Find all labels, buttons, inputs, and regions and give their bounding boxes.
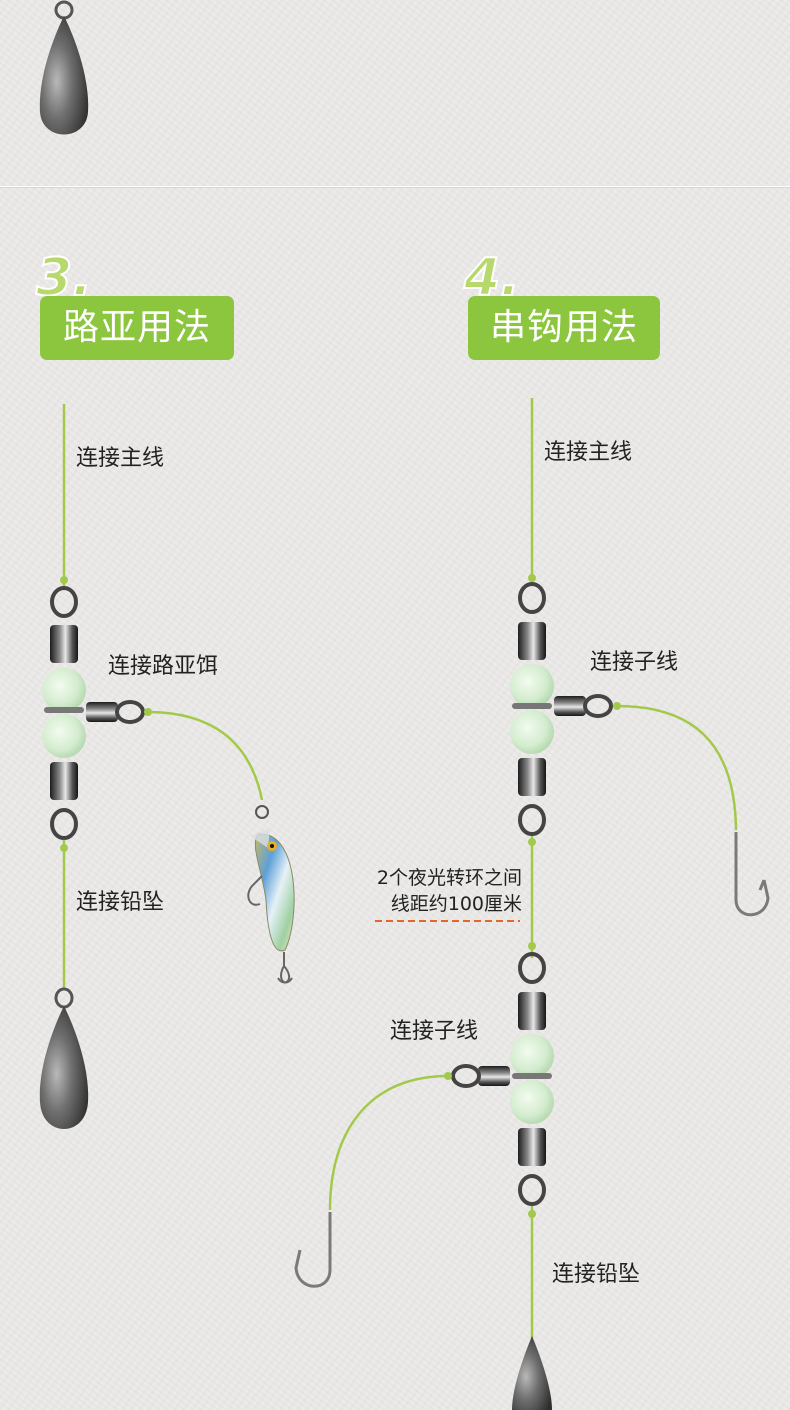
glow-bead-icon bbox=[42, 668, 86, 712]
swivel-eye-icon bbox=[50, 808, 78, 840]
label-connect-sinker: 连接铅坠 bbox=[552, 1262, 641, 1287]
distance-note-line1: 2个夜光转环之间 bbox=[376, 867, 522, 889]
section4-rig bbox=[294, 398, 770, 1410]
swivel-barrel-icon bbox=[50, 625, 78, 663]
label-connect-lure: 连接路亚饵 bbox=[108, 654, 219, 679]
section4-header: 4. 串钩用法 bbox=[463, 251, 674, 362]
label-connect-branch-line-bottom: 连接子线 bbox=[390, 1019, 479, 1044]
label-connect-main-line: 连接主线 bbox=[544, 440, 633, 465]
section-divider bbox=[0, 186, 790, 187]
fishing-hook-icon bbox=[734, 832, 770, 917]
section3-header: 3. 路亚用法 bbox=[35, 251, 246, 362]
swivel-barrel-icon bbox=[50, 762, 78, 800]
lead-sinker-icon bbox=[512, 1336, 552, 1410]
swivel-eye-icon bbox=[50, 586, 78, 618]
label-connect-main-line: 连接主线 bbox=[76, 446, 165, 471]
step-title: 串钩用法 bbox=[468, 296, 660, 360]
distance-note-line2: 线距约100厘米 bbox=[390, 893, 522, 915]
lead-sinker-icon bbox=[39, 987, 89, 1129]
fishing-hook-icon bbox=[294, 1212, 332, 1288]
step-title: 路亚用法 bbox=[40, 296, 234, 360]
glow-bead-icon bbox=[42, 714, 86, 758]
label-connect-branch-line-top: 连接子线 bbox=[590, 650, 679, 675]
lead-sinker-icon bbox=[39, 0, 89, 135]
minnow-lure-icon bbox=[247, 805, 295, 984]
label-connect-sinker: 连接铅坠 bbox=[76, 890, 165, 915]
section3-rig bbox=[39, 404, 295, 1129]
